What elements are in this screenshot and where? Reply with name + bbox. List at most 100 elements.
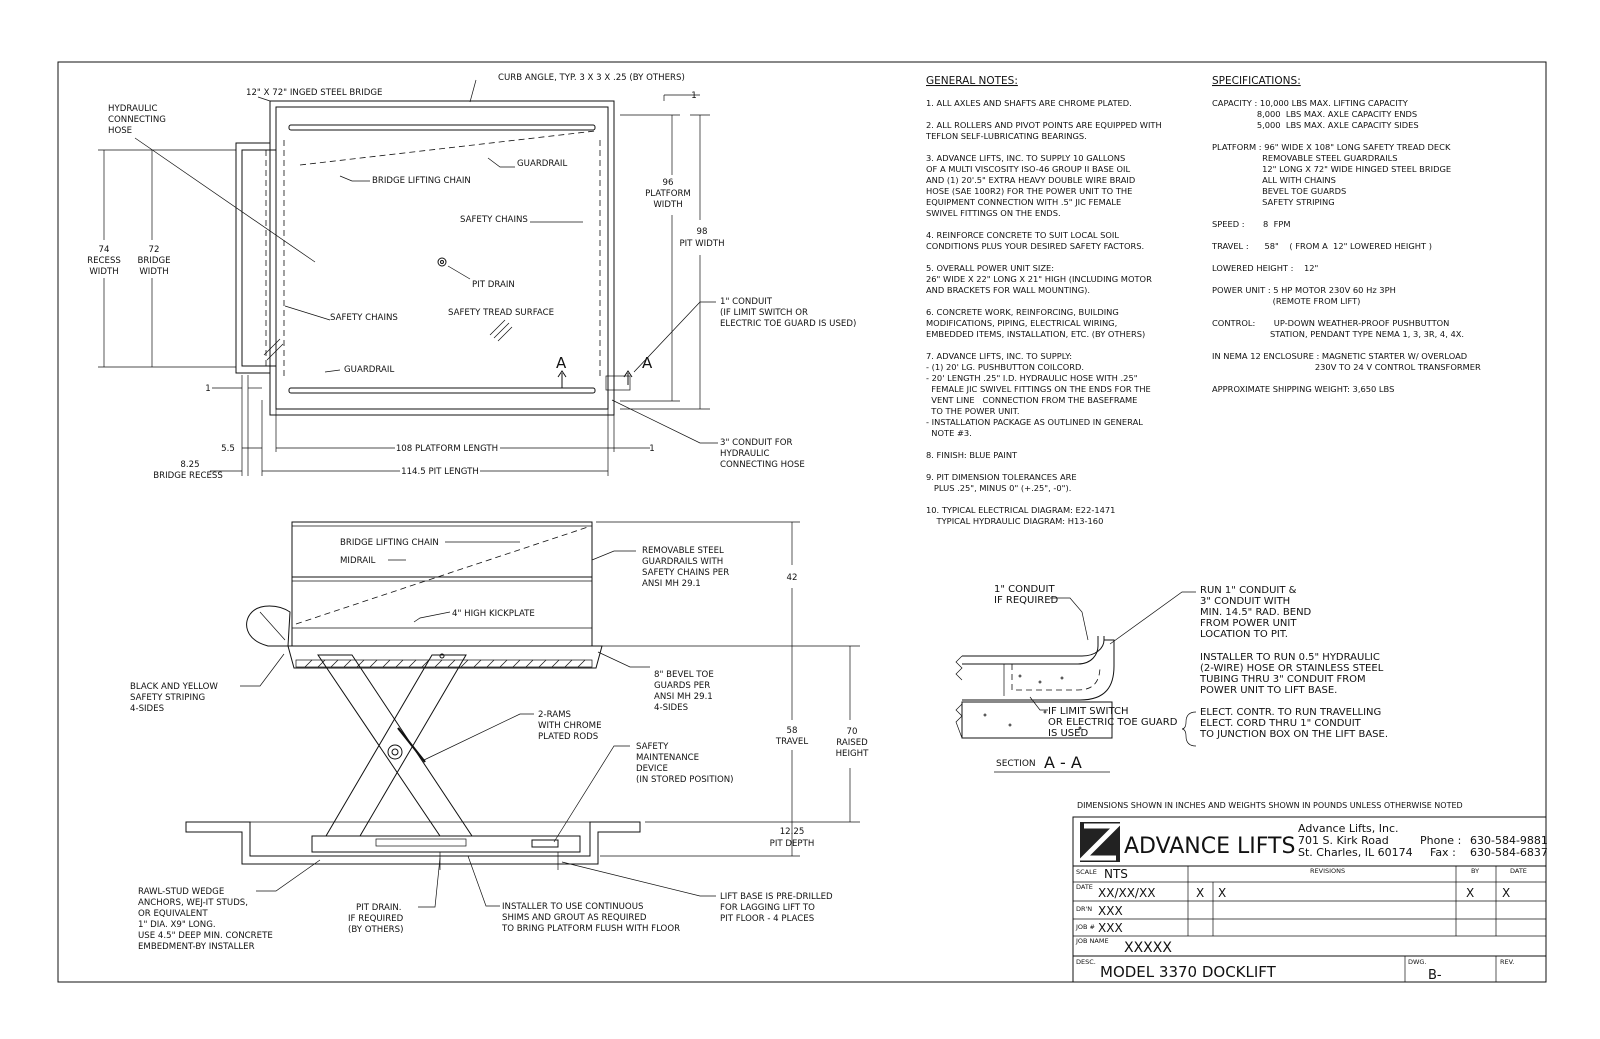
advance-lifts-logo-mark [1077, 822, 1123, 862]
elect-label-2: ELECT. CORD THRU 1" CONDUIT [1200, 718, 1362, 729]
hydraulic-hose-label-1: HYDRAULIC [108, 104, 157, 114]
top-one-dim: 1 [691, 91, 696, 101]
general_notes-line: EQUIPMENT CONNECTION WITH .5" JIC FEMALE [926, 197, 1121, 207]
inst-label-2: (2-WIRE) HOSE OR STAINLESS STEEL [1200, 663, 1384, 674]
specifications-line: 5,000 LBS MAX. AXLE CAPACITY SIDES [1212, 120, 1419, 130]
guardrails-label-4: ANSI MH 29.1 [642, 579, 701, 589]
bridge-width-value: 72 [149, 245, 160, 255]
jobname-label: JOB NAME [1075, 937, 1109, 945]
by-label: BY [1471, 867, 1479, 875]
specifications-line: 230V TO 24 V CONTROL TRANSFORMER [1212, 362, 1481, 372]
curb-angle-label: CURB ANGLE, TYP. 3 X 3 X .25 (BY OTHERS) [498, 73, 685, 83]
inst-label-3: TUBING THRU 3" CONDUIT FROM [1199, 674, 1366, 685]
guardrail-top-label: GUARDRAIL [517, 159, 567, 169]
revision-by: X [1466, 886, 1474, 900]
anchors-label-1: RAWL-STUD WEDGE [138, 887, 224, 897]
general_notes-line: HOSE (SAE 100R2) FOR THE POWER UNIT TO T… [926, 186, 1132, 196]
shims-label-2: SHIMS AND GROUT AS REQUIRED [502, 913, 647, 923]
general_notes-line: 6. CONCRETE WORK, REINFORCING, BUILDING [926, 307, 1119, 317]
guardrails-label-3: SAFETY CHAINS PER [642, 568, 729, 578]
pit-drain-label: PIT DRAIN [472, 280, 515, 290]
scale-value: NTS [1104, 867, 1128, 881]
run-label-1: RUN 1" CONDUIT & [1200, 585, 1297, 596]
bridge-recess [235, 142, 270, 374]
specifications-line: TRAVEL : 58" ( FROM A 12" LOWERED HEIGHT… [1211, 241, 1432, 251]
platform-outline [275, 106, 609, 410]
pit-floor [185, 821, 641, 865]
hydraulic-hose-label-3: HOSE [108, 126, 132, 136]
specifications-line: BEVEL TOE GUARDS [1212, 186, 1346, 196]
platform-length-dim: 108 PLATFORM LENGTH [396, 444, 498, 454]
platform-deck [287, 645, 603, 669]
section-arrow-left [557, 370, 567, 388]
section-mark-left: A [556, 354, 567, 372]
hydraulic-ram [397, 727, 426, 763]
general_notes-line: PLUS .25", MINUS 0" (+.25", -0"). [926, 483, 1071, 493]
plan-view: CURB ANGLE, TYP. 3 X 3 X .25 (BY OTHERS)… [87, 73, 856, 481]
general_notes-line: NOTE #3. [926, 428, 972, 438]
right-one-dim: 1 [649, 444, 654, 454]
specifications-line: STATION, PENDANT TYPE NEMA 1, 3, 3R, 4, … [1212, 329, 1464, 339]
slab-edge [962, 639, 1115, 701]
midrail-label: MIDRAIL [340, 556, 376, 566]
specifications-heading: SPECIFICATIONS: [1212, 75, 1301, 87]
base-label-3: PIT FLOOR - 4 PLACES [720, 914, 814, 924]
raised-label-2: HEIGHT [836, 749, 870, 759]
lift-base [311, 835, 581, 853]
jobname-value: XXXXX [1124, 940, 1172, 956]
rev-label: REV. [1500, 958, 1514, 966]
general_notes-line: VENT LINE CONNECTION FROM THE BASEFRAME [926, 395, 1137, 405]
elev-bridge-chain-label: BRIDGE LIFTING CHAIN [340, 538, 439, 548]
specifications: SPECIFICATIONS: CAPACITY : 10,000 LBS MA… [1211, 75, 1481, 394]
striping-label-1: BLACK AND YELLOW [130, 682, 218, 692]
scissor-leg-b [325, 654, 467, 837]
guardrail-frame [291, 521, 593, 647]
phone: 630-584-9881 [1470, 834, 1548, 847]
drn-value: XXX [1098, 904, 1123, 918]
section-word: SECTION [996, 759, 1036, 769]
inst-label-1: INSTALLER TO RUN 0.5" HYDRAULIC [1200, 652, 1380, 663]
pitdrain-label-2: IF REQUIRED [348, 914, 404, 924]
anchors-label-5: USE 4.5" DEEP MIN. CONCRETE [138, 931, 273, 941]
bridge-width-label-2: WIDTH [139, 267, 168, 277]
pit-depth-value: 12.25 [780, 827, 805, 837]
toe-guard-label-2: GUARDS PER [654, 681, 710, 691]
rams-label-3: PLATED RODS [538, 732, 598, 742]
section-a-a: 1" CONDUIT IF REQUIRED RUN 1" CONDUIT & … [955, 584, 1388, 773]
section-mark-right: A [642, 354, 653, 372]
general_notes-line: TO THE POWER UNIT. [926, 406, 1020, 416]
guardrails-label-1: REMOVABLE STEEL [642, 546, 724, 556]
raised-value: 70 [847, 727, 858, 737]
recess-width-label-1: RECESS [87, 256, 121, 266]
general-notes-heading: GENERAL NOTES: [926, 75, 1018, 87]
toe-guard-label-1: 8" BEVEL TOE [654, 670, 714, 680]
job-label: JOB # [1075, 923, 1095, 931]
raised-label-1: RAISED [836, 738, 868, 748]
elect-label-1: ELECT. CONTR. TO RUN TRAVELLING [1200, 707, 1381, 718]
elevation-view: BRIDGE LIFTING CHAIN MIDRAIL 4" HIGH KIC… [130, 521, 870, 952]
scissor-leg-a [317, 654, 473, 837]
elect-label-3: TO JUNCTION BOX ON THE LIFT BASE. [1199, 729, 1388, 740]
date-col-label: DATE [1510, 867, 1527, 875]
recess-width-value: 74 [99, 245, 110, 255]
specifications-line: PLATFORM : 96" WIDE X 108" LONG SAFETY T… [1212, 142, 1451, 152]
guardrail-bottom-label: GUARDRAIL [344, 365, 394, 375]
general_notes-line: 9. PIT DIMENSION TOLERANCES ARE [926, 472, 1077, 482]
revision-cell-2: X [1218, 886, 1226, 900]
section-arrow-right [623, 370, 633, 385]
general_notes-line: 3. ADVANCE LIFTS, INC. TO SUPPLY 10 GALL… [926, 153, 1125, 163]
general_notes-line: 26" WIDE X 22" LONG X 21" HIGH (INCLUDIN… [926, 274, 1152, 284]
general_notes-line: 1. ALL AXLES AND SHAFTS ARE CHROME PLATE… [926, 98, 1132, 108]
maint-label-2: MAINTENANCE [636, 753, 699, 763]
shims-label-1: INSTALLER TO USE CONTINUOUS [502, 902, 643, 912]
logo-text: ADVANCE LIFTS [1124, 834, 1295, 859]
conduit3-label-2: HYDRAULIC [720, 449, 769, 459]
bridge-recess-value: 8.25 [180, 460, 199, 470]
platform-width-label-2: WIDTH [653, 200, 682, 210]
address-line-2: St. Charles, IL 60174 [1298, 846, 1413, 859]
conduit-label-3: ELECTRIC TOE GUARD IS USED) [720, 319, 856, 329]
general_notes-line: - INSTALLATION PACKAGE AS OUTLINED IN GE… [926, 417, 1143, 427]
sheet-border [57, 61, 1547, 983]
toe-guard-label-4: 4-SIDES [654, 703, 688, 713]
general_notes-line: 5. OVERALL POWER UNIT SIZE: [926, 263, 1054, 273]
